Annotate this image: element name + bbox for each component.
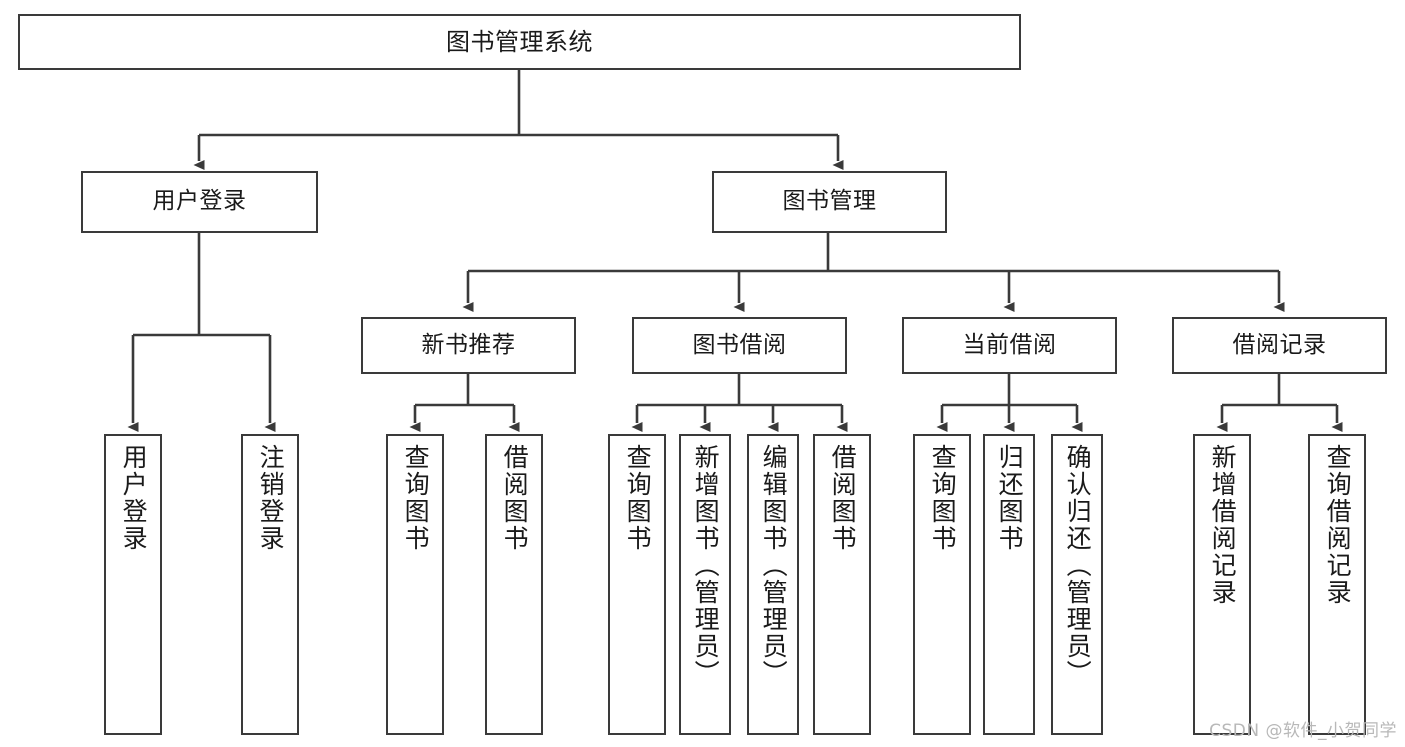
leaf-query-book-recommend[interactable]: 查询图书 [386,434,444,735]
leaf-user-login[interactable]: 用户登录 [104,434,162,735]
node-label: 查询图书 [623,444,653,552]
node-label: 图书管理 [782,188,877,215]
node-label: 用户登录 [152,188,247,215]
node-new-book-recommend[interactable]: 新书推荐 [361,317,576,374]
leaf-query-borrow-record[interactable]: 查询借阅记录 [1308,434,1366,735]
leaf-borrow-book[interactable]: 借阅图书 [813,434,871,735]
leaf-confirm-return-admin[interactable]: 确认归还（管理员） [1051,434,1103,735]
node-label: 确认归还（管理员） [1063,444,1093,687]
leaf-query-book-current[interactable]: 查询图书 [913,434,971,735]
leaf-add-borrow-record[interactable]: 新增借阅记录 [1193,434,1251,735]
node-current-borrow[interactable]: 当前借阅 [902,317,1117,374]
node-label: 新增借阅记录 [1208,444,1238,606]
node-label: 查询借阅记录 [1323,444,1353,606]
node-label: 借阅图书 [500,444,530,552]
node-label: 当前借阅 [962,331,1057,358]
node-label: 新书推荐 [421,331,516,358]
leaf-borrow-book-recommend[interactable]: 借阅图书 [485,434,543,735]
node-label: 查询图书 [401,444,431,552]
node-label: 借阅记录 [1232,331,1327,358]
leaf-query-book-borrow[interactable]: 查询图书 [608,434,666,735]
csdn-watermark: CSDN @软件_小贺同学 [1209,721,1397,741]
node-label: 图书借阅 [692,331,787,358]
node-user-login[interactable]: 用户登录 [81,171,318,233]
leaf-add-book-admin[interactable]: 新增图书（管理员） [679,434,731,735]
node-book-borrow[interactable]: 图书借阅 [632,317,847,374]
leaf-edit-book-admin[interactable]: 编辑图书（管理员） [747,434,799,735]
node-label: 编辑图书（管理员） [759,444,789,687]
node-label: 图书管理系统 [446,27,593,56]
node-borrow-record[interactable]: 借阅记录 [1172,317,1387,374]
node-label: 注销登录 [256,444,286,552]
node-root-system[interactable]: 图书管理系统 [18,14,1021,70]
node-label: 用户登录 [119,444,149,552]
node-label: 归还图书 [995,444,1025,552]
node-label: 查询图书 [928,444,958,552]
node-label: 新增图书（管理员） [691,444,721,687]
leaf-logout-login[interactable]: 注销登录 [241,434,299,735]
leaf-return-book[interactable]: 归还图书 [983,434,1035,735]
node-label: 借阅图书 [828,444,858,552]
node-book-management[interactable]: 图书管理 [712,171,947,233]
